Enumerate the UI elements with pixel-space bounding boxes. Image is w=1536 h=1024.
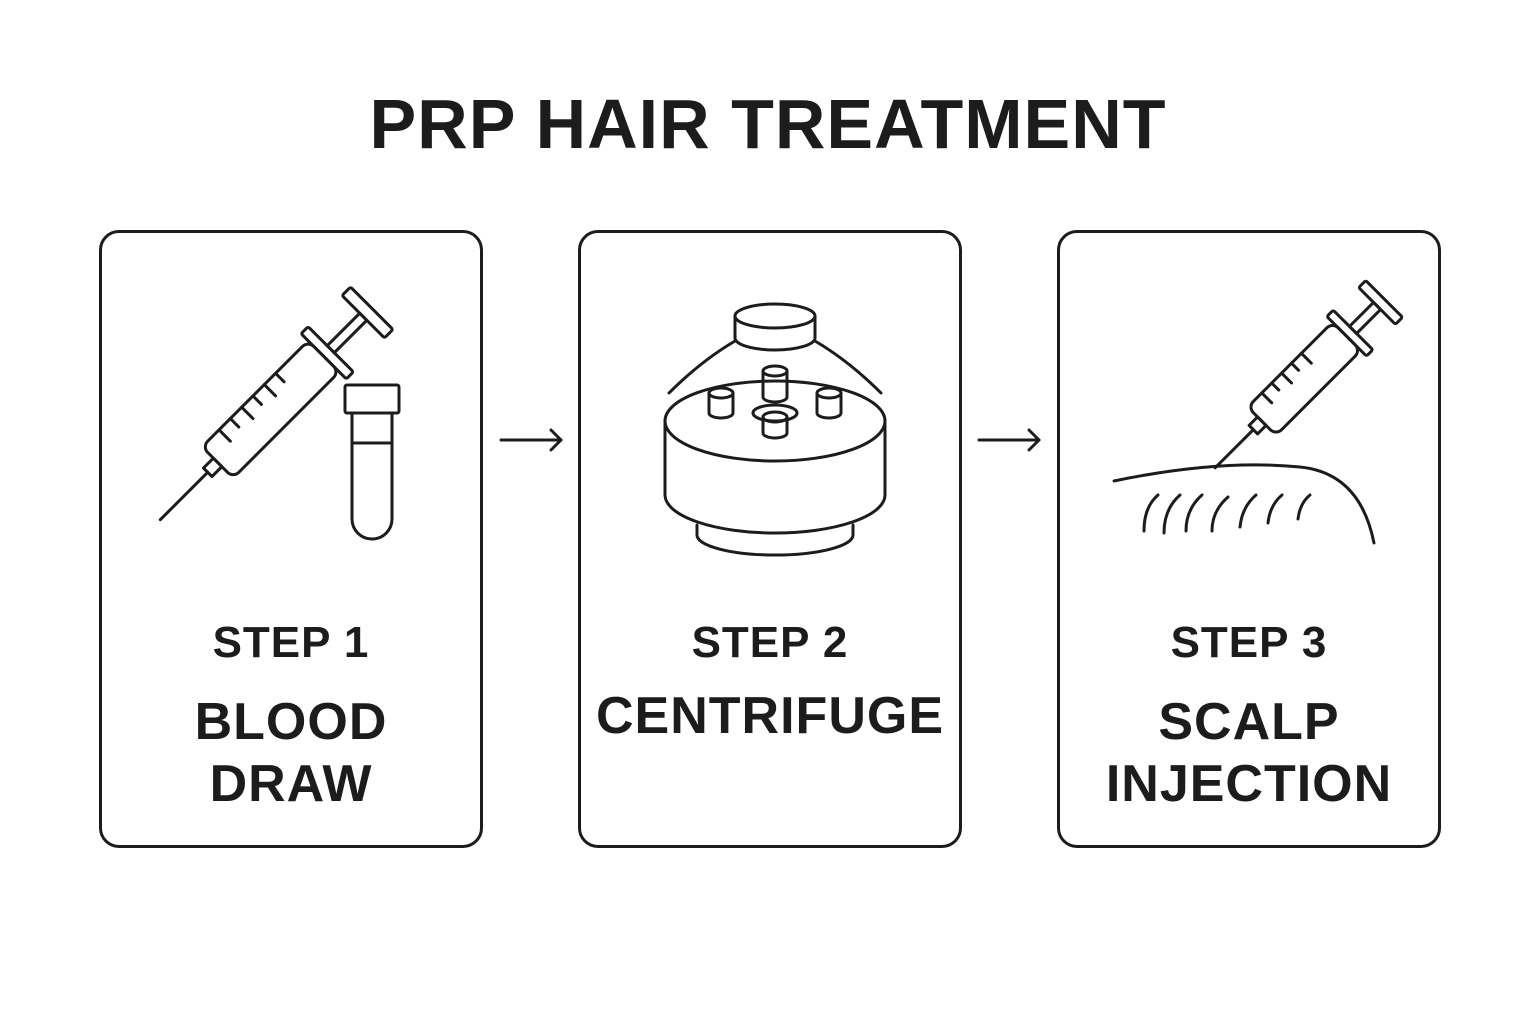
step-1-card: STEP 1 BLOOD DRAW xyxy=(99,230,483,848)
syringe-into-scalp-icon xyxy=(1112,279,1404,545)
step-3-label: STEP 3 xyxy=(1170,618,1328,667)
arrow-right-icon xyxy=(499,428,563,452)
step-2-name-line-1: CENTRIFUGE xyxy=(596,687,944,745)
page-title: PRP HAIR TREATMENT xyxy=(369,85,1167,163)
step-3-name-line-2: INJECTION xyxy=(1105,755,1393,813)
step-3-name: SCALP INJECTION xyxy=(1060,691,1438,815)
step-2-label: STEP 2 xyxy=(691,618,849,667)
step-3-name-line-1: SCALP xyxy=(1158,693,1340,751)
step-1-name-line-2: DRAW xyxy=(209,755,373,813)
step-2-card: STEP 2 CENTRIFUGE xyxy=(578,230,962,848)
step-3-card: STEP 3 SCALP INJECTION xyxy=(1057,230,1441,848)
step-2-name: CENTRIFUGE xyxy=(581,685,959,747)
step-1-label: STEP 1 xyxy=(212,618,370,667)
step-1-name-line-1: BLOOD xyxy=(194,693,388,751)
syringe-and-test-tube-icon xyxy=(158,286,401,541)
arrow-right-icon xyxy=(977,428,1041,452)
centrifuge-icon xyxy=(663,302,887,557)
step-1-name: BLOOD DRAW xyxy=(102,691,480,815)
